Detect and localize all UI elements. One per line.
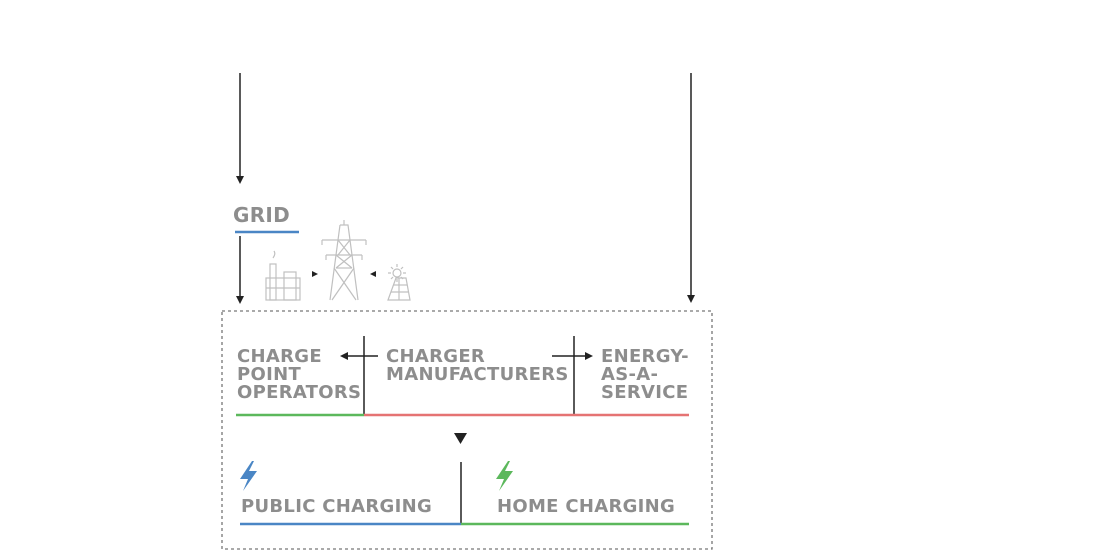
energy-as-a-service-label: ENERGY- AS-A- SERVICE [601, 348, 689, 402]
eaas-line-3: SERVICE [601, 382, 689, 403]
charge-point-operators-label: CHARGE POINT OPERATORS [237, 348, 361, 402]
transmission-tower-icon [321, 220, 367, 301]
grid-output-arrow [236, 236, 244, 304]
right-input-arrow [687, 73, 695, 303]
eaas-line-2: AS-A- [601, 364, 659, 385]
lightning-bolt-icon [496, 461, 513, 491]
mfr-line-2: MANUFACTURERS [386, 364, 569, 385]
lightning-bolt-icon [240, 461, 257, 491]
home-charging-label: HOME CHARGING [497, 496, 676, 517]
cpo-line-3: OPERATORS [237, 382, 362, 403]
cpo-line-2: POINT [237, 364, 302, 385]
power-plant-icon [265, 250, 301, 301]
grid-input-arrow [236, 73, 244, 184]
mfr-line-1: CHARGER [386, 346, 486, 367]
eaas-line-1: ENERGY- [601, 346, 689, 367]
grid-label: GRID [233, 203, 291, 227]
solar-panel-icon [387, 264, 411, 301]
plant-to-tower-arrow [312, 271, 318, 277]
charger-manufacturers-label: CHARGER MANUFACTURERS [386, 348, 569, 384]
mfr-to-cpo-arrow [340, 352, 378, 360]
ecosystem-container [221, 310, 713, 550]
mfr-to-eaas-arrow [552, 352, 593, 360]
cpo-line-1: CHARGE [237, 346, 322, 367]
solar-to-tower-arrow [370, 271, 376, 277]
flow-down-triangle [454, 433, 467, 444]
public-charging-label: PUBLIC CHARGING [241, 496, 433, 517]
